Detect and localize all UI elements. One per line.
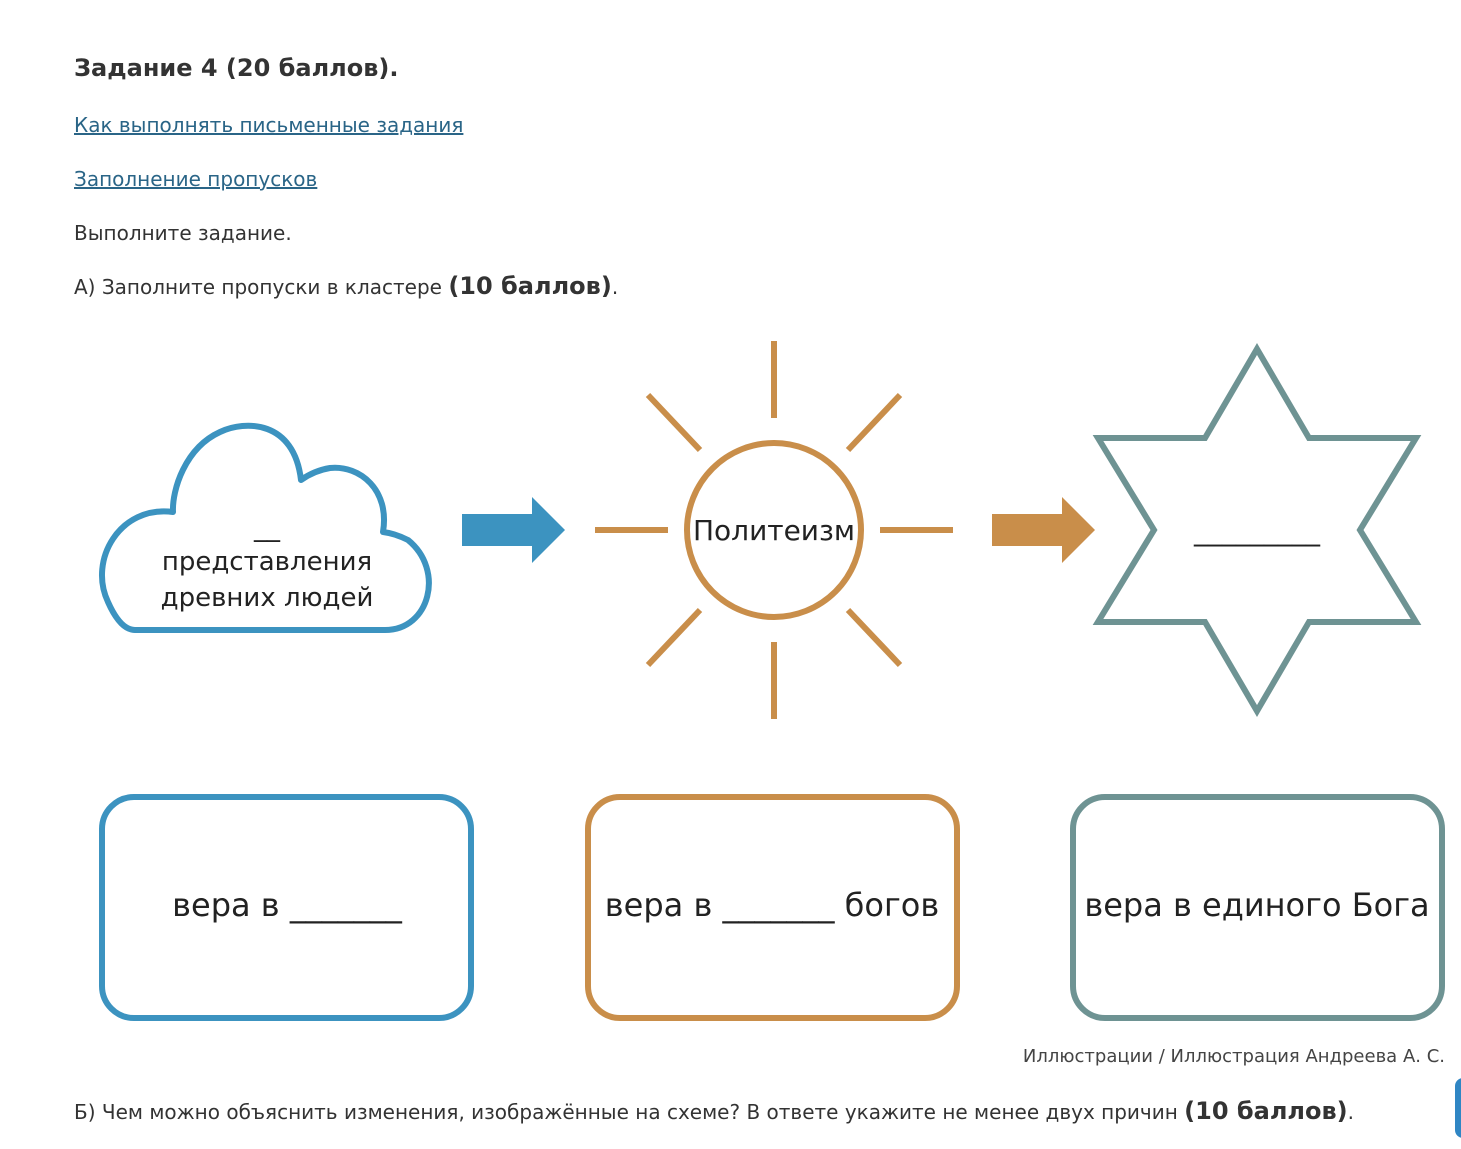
box-orange xyxy=(585,794,960,1021)
illustration-credit: Иллюстрации / Иллюстрация Андреева А. С. xyxy=(1022,1046,1445,1067)
part-a-text: А) Заполните пропуски в кластере (10 бал… xyxy=(74,272,618,300)
part-b-points: (10 баллов) xyxy=(1184,1097,1348,1125)
star-shape xyxy=(1092,343,1422,717)
arrow-right-icon-orange xyxy=(992,497,1095,563)
part-b-text: Б) Чем можно объяснить изменения, изобра… xyxy=(74,1097,1354,1125)
box-blue-text: вера в _______ xyxy=(172,886,403,924)
cloud-blank: __ xyxy=(253,513,281,543)
star-blank: _________ xyxy=(1193,514,1321,547)
instruction-text: Выполните задание. xyxy=(74,221,292,245)
box-gray-text: вера в единого Бога xyxy=(1084,886,1429,924)
box-gray xyxy=(1070,794,1445,1021)
sun-label: Политеизм xyxy=(693,514,855,547)
task-title: Задание 4 (20 баллов). xyxy=(74,54,399,82)
box-blue xyxy=(99,794,474,1021)
box-orange-text: вера в _______ богов xyxy=(605,886,939,924)
part-a-question: А) Заполните пропуски в кластере xyxy=(74,275,449,299)
cloud-line1: представления xyxy=(162,547,372,577)
cloud-shape xyxy=(99,422,432,633)
part-a-end: . xyxy=(611,275,619,299)
part-b-question: Б) Чем можно объяснить изменения, изобра… xyxy=(74,1100,1185,1124)
link-fill-gaps-help[interactable]: Заполнение пропусков xyxy=(74,167,318,191)
arrow-right-icon-blue xyxy=(462,497,565,563)
link-written-tasks-help[interactable]: Как выполнять письменные задания xyxy=(74,113,464,137)
part-a-points: (10 баллов) xyxy=(448,272,612,300)
cloud-line2: древних людей xyxy=(161,583,374,613)
part-b-end: . xyxy=(1347,1100,1354,1124)
sun-shape xyxy=(595,341,953,719)
side-panel-tab[interactable] xyxy=(1455,1078,1461,1138)
